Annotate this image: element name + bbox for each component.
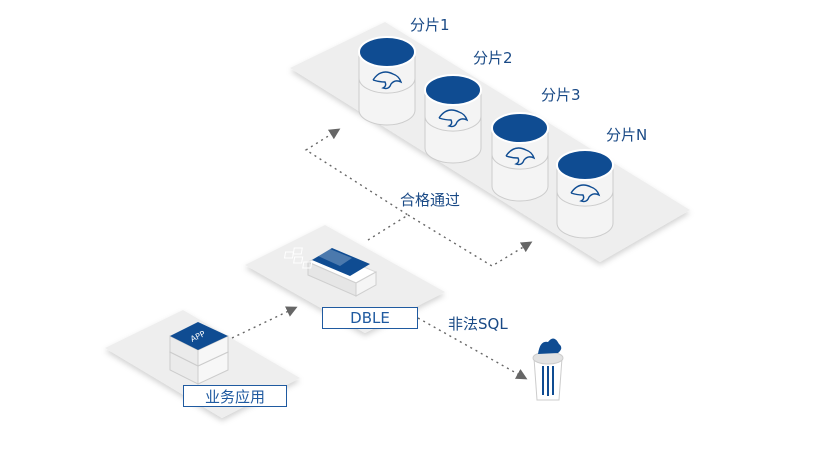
flow-app-to-dble <box>231 306 298 339</box>
shard-label: 分片1 <box>410 16 450 34</box>
mysql-dolphin-icon <box>438 109 469 128</box>
database-cylinder-icon <box>424 74 482 164</box>
dble-server-icon <box>283 247 378 297</box>
flow-pass-branch <box>407 214 533 267</box>
mysql-dolphin-icon <box>505 147 536 166</box>
mysql-dolphin-icon <box>570 184 601 203</box>
shard-label: 分片3 <box>541 86 581 104</box>
app-box-icon: APP <box>168 322 230 385</box>
mysql-dolphin-icon <box>372 71 403 90</box>
database-cylinder-icon <box>556 149 614 239</box>
flow-dble-to-trash <box>417 317 528 380</box>
reject-label: 非法SQL <box>448 315 508 333</box>
pass-label: 合格通过 <box>400 191 460 209</box>
app-label: 业务应用 <box>183 385 287 407</box>
database-cylinder-icon <box>358 36 416 126</box>
shard-label: 分片N <box>606 126 647 144</box>
shard-label: 分片2 <box>473 49 513 67</box>
trash-icon <box>532 338 564 401</box>
flow-dble-to-shards <box>304 128 410 241</box>
dble-label: DBLE <box>322 307 418 329</box>
database-cylinder-icon <box>491 112 549 202</box>
